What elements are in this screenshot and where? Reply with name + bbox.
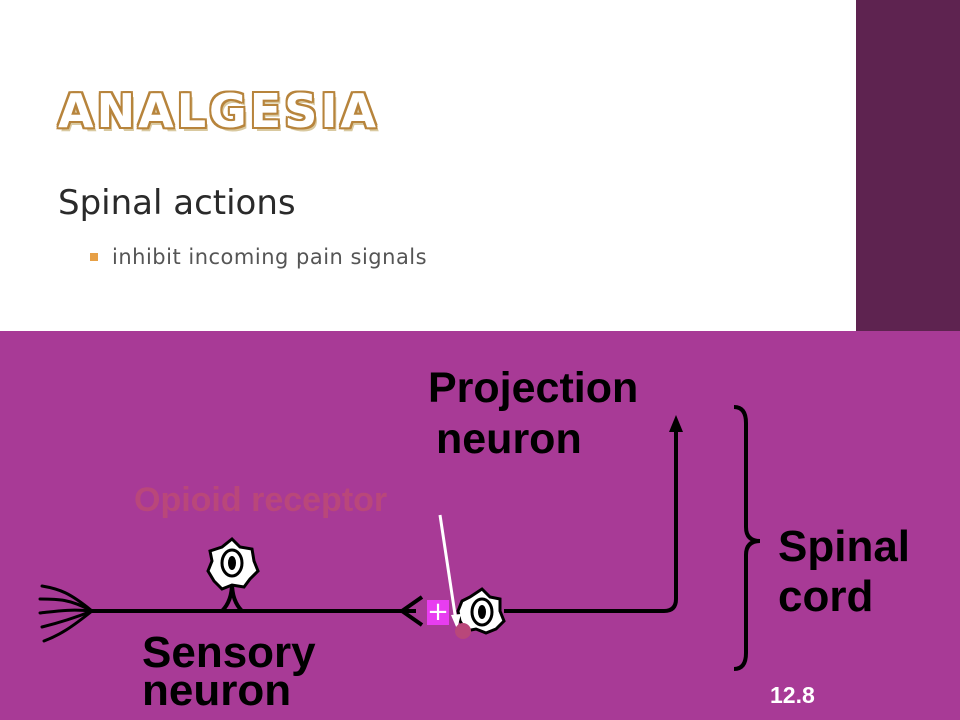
sensory-neuron-label-line2: neuron (142, 666, 291, 715)
projection-arrowhead-icon (669, 415, 683, 432)
spinal-cord-bracket (733, 405, 761, 671)
projection-neuron-label-line2: neuron (436, 415, 582, 463)
opioid-receptor-dot (455, 623, 471, 639)
spinal-cord-diagram: + Projection neuron Opioid receptor Spin… (0, 331, 960, 720)
synaptic-terminal (398, 595, 424, 627)
sensory-nerve-endings (38, 584, 94, 643)
sensory-neuron-cell-body (206, 536, 260, 591)
diagram-background (0, 331, 960, 720)
opioid-receptor-label: Opioid receptor (134, 481, 387, 519)
spinal-cord-label-line1: Spinal (778, 522, 910, 571)
bullet-item: inhibit incoming pain signals (90, 245, 427, 269)
sensory-neuron-label-line1: Sensory (142, 628, 316, 677)
section-heading: Spinal actions (58, 183, 296, 223)
plus-sign: + (427, 597, 449, 627)
opioid-pointer-arrow (438, 514, 458, 622)
projection-neuron-cell-body (456, 587, 506, 635)
excitatory-plus-box (427, 600, 449, 625)
bullet-text: inhibit incoming pain signals (112, 245, 428, 269)
spinal-cord-label-line2: cord (778, 572, 873, 621)
bullet-square-icon (90, 253, 98, 261)
figure-number: 12.8 (770, 682, 815, 708)
projection-neuron-label-line1: Projection (428, 364, 638, 412)
opioid-pointer-arrowhead-icon (451, 614, 461, 629)
slide-title: ANALGESIA (58, 84, 380, 138)
projection-axon (504, 429, 678, 613)
